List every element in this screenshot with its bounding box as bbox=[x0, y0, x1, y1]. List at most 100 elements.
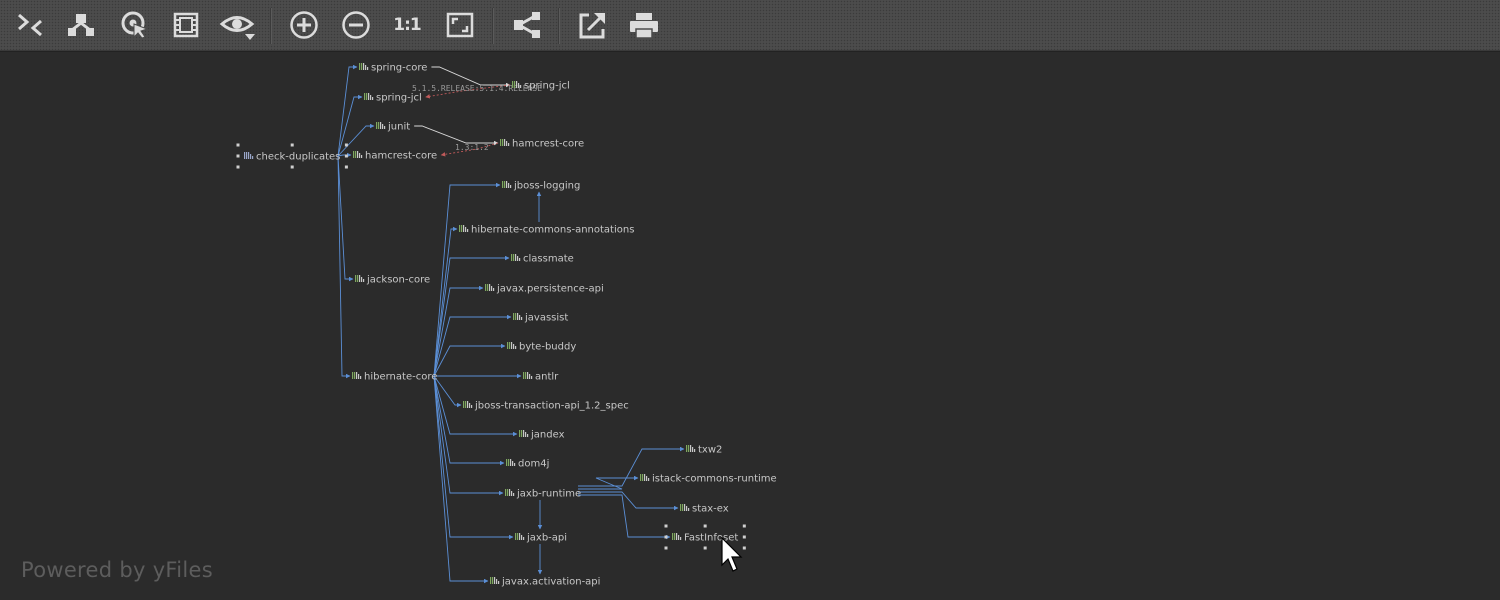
edge-spring-core-to-spring-jcl-b[interactable] bbox=[431, 66, 511, 88]
edge-hibernate-core-to-jandex[interactable] bbox=[433, 375, 518, 437]
visibility-button[interactable] bbox=[218, 6, 258, 44]
library-icon bbox=[490, 577, 500, 584]
select-tool-button[interactable] bbox=[115, 6, 155, 44]
edge-hibernate-core-to-byte-buddy[interactable] bbox=[433, 343, 506, 377]
node-jaxb-runtime[interactable]: jaxb-runtime bbox=[505, 489, 581, 500]
selection-handle[interactable] bbox=[664, 546, 668, 550]
edge-hibernate-core-to-javax-persistence-api[interactable] bbox=[433, 285, 484, 377]
selection-handle[interactable] bbox=[703, 546, 707, 550]
edge-hibernate-core-to-jboss-transaction-api[interactable] bbox=[433, 375, 462, 408]
node-antlr[interactable]: antlr bbox=[523, 372, 559, 383]
watermark: Powered by yFiles bbox=[21, 558, 213, 582]
node-istack-commons-runtime[interactable]: istack-commons-runtime bbox=[640, 474, 777, 485]
edge-spring-jcl-b-to-spring-jcl-a[interactable] bbox=[425, 84, 511, 99]
selection-handle[interactable] bbox=[236, 165, 240, 169]
node-label: dom4j bbox=[518, 459, 549, 470]
collapse-button[interactable] bbox=[10, 6, 50, 44]
node-check-duplicates[interactable]: check-duplicates bbox=[236, 143, 348, 169]
node-junit[interactable]: junit bbox=[376, 122, 410, 133]
selection-handle[interactable] bbox=[742, 546, 746, 550]
actual-size-button[interactable]: 1:1 bbox=[387, 6, 427, 44]
edge-hamcrest-core-b-to-hamcrest-core-a[interactable] bbox=[440, 142, 499, 157]
node-jackson-core[interactable]: jackson-core bbox=[355, 275, 430, 286]
node-hibernate-core[interactable]: hibernate-core bbox=[352, 372, 437, 383]
selection-handle[interactable] bbox=[664, 535, 668, 539]
zoom-out-button[interactable] bbox=[336, 6, 376, 44]
toolbar-separator bbox=[558, 8, 559, 44]
selection-handle[interactable] bbox=[742, 535, 746, 539]
node-jboss-logging[interactable]: jboss-logging bbox=[502, 181, 580, 192]
layout-button[interactable] bbox=[61, 6, 101, 44]
mouse-cursor-icon bbox=[721, 536, 743, 572]
share-button[interactable] bbox=[506, 6, 546, 44]
edge-hibernate-core-to-jaxb-runtime[interactable] bbox=[433, 375, 504, 496]
fit-content-button[interactable] bbox=[440, 6, 480, 44]
node-hamcrest-core-a[interactable]: hamcrest-core bbox=[353, 151, 437, 162]
node-label: stax-ex bbox=[692, 504, 729, 515]
node-label: FastInfoset bbox=[684, 533, 738, 544]
node-jboss-transaction-api[interactable]: jboss-transaction-api_1.2_spec bbox=[463, 401, 629, 412]
toolbar: 1:1 bbox=[0, 0, 1500, 51]
edge-jaxb-runtime-to-istack-commons-runtime[interactable] bbox=[578, 475, 639, 490]
node-javax-persistence-api[interactable]: javax.persistence-api bbox=[485, 284, 604, 295]
node-txw2[interactable]: txw2 bbox=[686, 445, 722, 456]
library-icon bbox=[505, 489, 515, 496]
selection-handle[interactable] bbox=[290, 143, 294, 147]
selection-handle[interactable] bbox=[703, 524, 707, 528]
export-button[interactable] bbox=[572, 6, 612, 44]
node-spring-jcl-a[interactable]: spring-jcl bbox=[364, 93, 422, 104]
selection-handle[interactable] bbox=[344, 143, 348, 147]
nodes-layer: check-duplicates spring-core spring-jcl spr… bbox=[236, 63, 777, 588]
selection-handle[interactable] bbox=[236, 143, 240, 147]
node-label: javax.activation-api bbox=[501, 577, 600, 588]
edge-jaxb-runtime-to-txw2[interactable] bbox=[578, 446, 685, 487]
edge-version-label: 5.1.5.RELEASE:5.1.4.RELEASE bbox=[412, 84, 542, 93]
zoom-in-button[interactable] bbox=[284, 6, 324, 44]
selection-handle[interactable] bbox=[236, 154, 240, 158]
edge-check-duplicates-to-hibernate-core[interactable] bbox=[337, 155, 351, 379]
node-classmate[interactable]: classmate bbox=[511, 254, 574, 265]
node-spring-core[interactable]: spring-core bbox=[359, 63, 427, 74]
selection-handle[interactable] bbox=[664, 524, 668, 528]
edge-hibernate-core-to-jaxb-api[interactable] bbox=[433, 375, 514, 540]
selection-handle[interactable] bbox=[290, 165, 294, 169]
node-jaxb-api[interactable]: jaxb-api bbox=[515, 533, 567, 544]
node-hibernate-commons-annotations[interactable]: hibernate-commons-annotations bbox=[459, 225, 634, 236]
node-label: txw2 bbox=[698, 445, 722, 456]
node-label: hamcrest-core bbox=[512, 139, 584, 150]
print-button[interactable] bbox=[624, 6, 664, 44]
selection-handle[interactable] bbox=[344, 154, 348, 158]
edge-check-duplicates-to-jackson-core[interactable] bbox=[337, 155, 354, 282]
toolbar-separator bbox=[270, 8, 271, 44]
edge-hibernate-core-to-classmate[interactable] bbox=[433, 255, 510, 377]
node-dom4j[interactable]: dom4j bbox=[506, 459, 549, 470]
edge-hibernate-core-to-javassist[interactable] bbox=[433, 314, 512, 377]
edge-hibernate-core-to-jboss-logging[interactable] bbox=[433, 182, 501, 377]
edge-check-duplicates-to-spring-core[interactable] bbox=[337, 64, 358, 157]
node-stax-ex[interactable]: stax-ex bbox=[680, 504, 729, 515]
selection-handle[interactable] bbox=[742, 524, 746, 528]
edge-check-duplicates-to-hamcrest-core-a[interactable] bbox=[337, 152, 352, 158]
edge-jaxb-runtime-to-fastinfoset[interactable] bbox=[578, 494, 671, 540]
node-jandex[interactable]: jandex bbox=[519, 430, 565, 441]
node-javax-activation-api[interactable]: javax.activation-api bbox=[490, 577, 600, 588]
edge-hibernate-core-to-javax-activation-api[interactable] bbox=[433, 375, 489, 584]
edge-hibernate-core-to-hibernate-commons-annotations[interactable] bbox=[433, 226, 458, 377]
node-byte-buddy[interactable]: byte-buddy bbox=[507, 342, 576, 353]
node-javassist[interactable]: javassist bbox=[513, 313, 568, 324]
edge-jaxb-runtime-to-stax-ex[interactable] bbox=[578, 491, 679, 511]
edge-check-duplicates-to-spring-jcl-a[interactable] bbox=[337, 94, 363, 157]
node-spring-jcl-b[interactable]: spring-jcl bbox=[512, 81, 570, 92]
edge-junit-to-hamcrest-core-b[interactable] bbox=[414, 125, 499, 146]
selection-handle[interactable] bbox=[344, 165, 348, 169]
overview-button[interactable] bbox=[166, 6, 206, 44]
node-fastinfoset[interactable]: FastInfoset bbox=[664, 524, 746, 550]
toolbar-separator bbox=[492, 8, 493, 44]
edge-hibernate-core-to-dom4j[interactable] bbox=[433, 375, 505, 466]
library-icon bbox=[507, 342, 517, 349]
library-icon bbox=[364, 93, 374, 100]
node-hamcrest-core-b[interactable]: hamcrest-core bbox=[500, 139, 584, 150]
